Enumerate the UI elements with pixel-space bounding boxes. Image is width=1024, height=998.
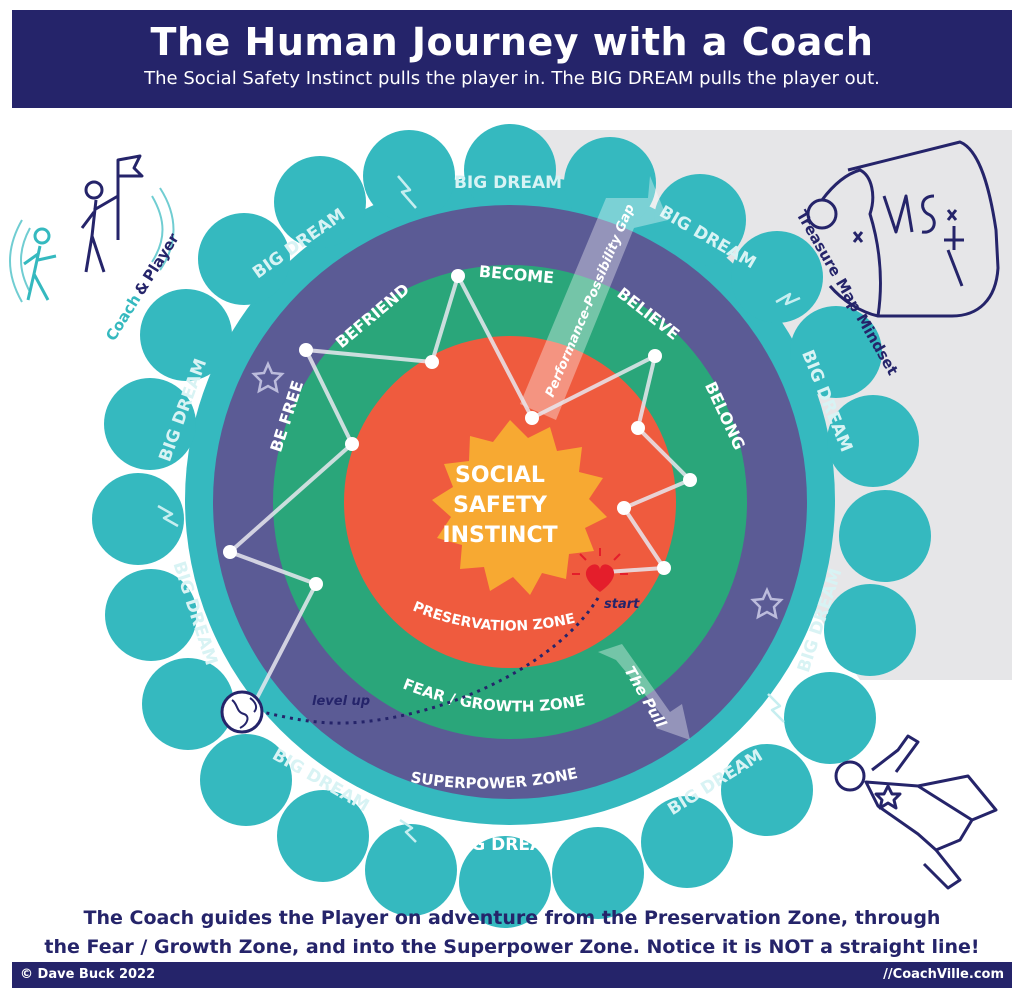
journey-node bbox=[425, 355, 439, 369]
center-line-2: SAFETY bbox=[453, 493, 548, 518]
level-up-label: level up bbox=[312, 694, 370, 709]
journey-node bbox=[299, 343, 313, 357]
superhero-icon bbox=[834, 734, 998, 890]
journey-node bbox=[309, 577, 323, 591]
journey-node bbox=[683, 473, 697, 487]
center-line-3: INSTINCT bbox=[442, 523, 557, 548]
journey-node bbox=[345, 437, 359, 451]
journey-nodes bbox=[223, 269, 697, 591]
journey-node bbox=[657, 561, 671, 575]
journey-node bbox=[451, 269, 465, 283]
journey-node bbox=[631, 421, 645, 435]
lightning-icon bbox=[767, 693, 785, 723]
footer-description: The Coach guides the Player on adventure… bbox=[0, 904, 1024, 962]
page-subtitle: The Social Safety Instinct pulls the pla… bbox=[144, 68, 880, 89]
header-banner: The Human Journey with a Coach The Socia… bbox=[12, 10, 1012, 108]
site-link[interactable]: //CoachVille.com bbox=[883, 967, 1004, 982]
journey-path bbox=[226, 270, 694, 701]
the-pull-arrow bbox=[598, 644, 690, 740]
globe-icon bbox=[220, 690, 264, 734]
center-line-1: SOCIAL bbox=[455, 463, 545, 488]
big-dream-top: BIG DREAM bbox=[454, 173, 562, 193]
journey-node bbox=[525, 411, 539, 425]
heart-icon bbox=[572, 548, 628, 592]
start-label: start bbox=[604, 597, 640, 612]
page-title: The Human Journey with a Coach bbox=[150, 20, 874, 64]
lightning-icon bbox=[157, 504, 179, 528]
coach-label: Coach bbox=[102, 291, 144, 344]
star-icon-left bbox=[251, 360, 285, 394]
lightning-icon bbox=[399, 818, 417, 843]
lightning-icon bbox=[775, 292, 801, 306]
journey-node bbox=[648, 349, 662, 363]
treasure-map-icon bbox=[806, 140, 1000, 318]
footer-line-1: The Coach guides the Player on adventure… bbox=[83, 907, 941, 929]
journey-node bbox=[223, 545, 237, 559]
lightning-icon bbox=[397, 175, 417, 209]
lightning-icons bbox=[157, 175, 801, 843]
big-dream-bottom: BIG DREAM bbox=[452, 835, 560, 855]
performance-gap-arrow bbox=[520, 176, 668, 420]
star-icon-right bbox=[750, 586, 784, 620]
social-safety-starburst bbox=[432, 420, 607, 595]
footer-bar: © Dave Buck 2022 //CoachVille.com bbox=[12, 962, 1012, 988]
center-label: SOCIAL SAFETY INSTINCT bbox=[442, 463, 557, 548]
journey-node bbox=[617, 501, 631, 515]
footer-line-2: the Fear / Growth Zone, and into the Sup… bbox=[44, 936, 980, 958]
copyright-text: © Dave Buck 2022 bbox=[20, 967, 156, 982]
